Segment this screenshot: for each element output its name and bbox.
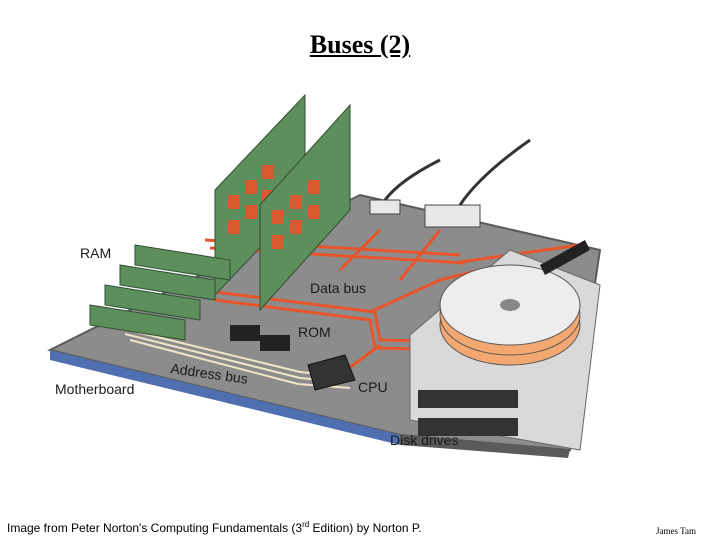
ram-modules — [89, 244, 231, 341]
rom-label: ROM — [298, 324, 331, 340]
cpu-chip — [307, 354, 356, 391]
motherboard-label: Motherboard — [55, 381, 134, 397]
port-connector — [369, 138, 531, 228]
motherboard-illustration: RAM Data bus ROM Address bus CPU Motherb… — [47, 93, 602, 458]
motherboard-edge — [50, 350, 400, 445]
image-credit: Image from Peter Norton's Computing Fund… — [7, 520, 422, 535]
rom-chips — [230, 325, 290, 351]
expansion-card-2 — [259, 103, 351, 312]
author-credit: James Tam — [656, 526, 696, 536]
motherboard-side — [400, 435, 570, 458]
ribbon-cable — [540, 240, 590, 275]
disk-drive-unit — [409, 249, 601, 451]
cpu-label: CPU — [358, 379, 388, 395]
data-bus-label: Data bus — [310, 280, 366, 296]
slide-title: Buses (2) — [309, 30, 411, 59]
disk-drives-label: Disk drives — [390, 432, 458, 448]
ram-label: RAM — [80, 245, 111, 261]
